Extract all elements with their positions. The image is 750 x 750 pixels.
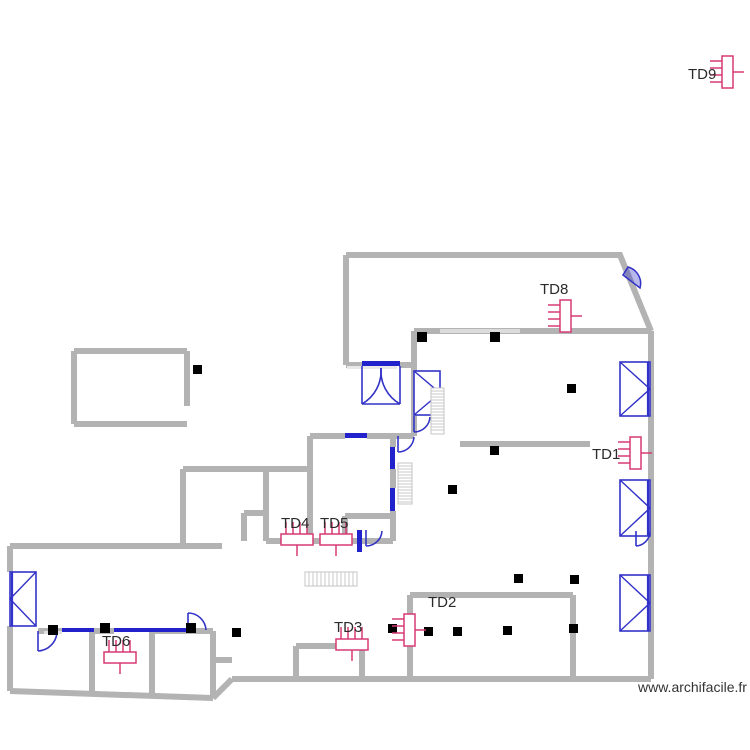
- panel-label-td4: TD4: [281, 515, 309, 532]
- window-right-lower: [619, 574, 652, 632]
- panel-label-td6: TD6: [102, 633, 130, 650]
- window-right-mid: [619, 479, 652, 537]
- window-sill-upper: [347, 366, 397, 369]
- pillar-marker: [503, 626, 512, 635]
- pillar-marker: [193, 365, 202, 374]
- pillar-marker: [570, 575, 579, 584]
- wall-upper-room-top: [346, 252, 654, 333]
- door-main-lower-right: [635, 531, 651, 547]
- pillar-marker: [232, 628, 241, 637]
- window-band-central-right: [390, 488, 395, 511]
- panel-symbol-td6[interactable]: [103, 640, 137, 674]
- wall-farwest-bottom-slant: [9, 688, 214, 701]
- panel-symbol-td1[interactable]: [618, 436, 652, 470]
- window-band-west-3: [154, 628, 188, 632]
- window-band-td5-side: [357, 530, 362, 552]
- window-band-upper-door: [362, 361, 400, 366]
- pillar-marker: [453, 627, 462, 636]
- door-stair-lobby: [413, 416, 431, 433]
- panel-labels-layer: TD9 TD8 TD1 TD2 TD3 TD4 TD5 TD6: [102, 66, 716, 650]
- stair-lower-horizontal: [304, 571, 358, 587]
- window-west-left: [9, 571, 37, 627]
- door-double-upper: [361, 366, 401, 405]
- panel-label-td5: TD5: [320, 515, 348, 532]
- pillar-marker: [514, 574, 523, 583]
- pillar-marker: [100, 623, 110, 633]
- window-sill-main-top: [440, 329, 520, 333]
- door-central-upper-right: [397, 436, 415, 453]
- window-band-central-top: [345, 433, 367, 438]
- window-band-west-2: [114, 628, 154, 632]
- pillar-marker: [490, 446, 499, 455]
- wall-farwest-to-main: [210, 676, 235, 701]
- stair-lobby-vertical: [430, 387, 445, 435]
- panel-label-td2: TD2: [428, 594, 456, 611]
- pillar-marker: [567, 384, 576, 393]
- pillar-marker: [569, 624, 578, 633]
- electrical-panels-layer: [103, 55, 744, 674]
- stairs-layer: [304, 387, 445, 587]
- walls-layer: [7, 252, 654, 701]
- panel-symbol-td5[interactable]: [319, 522, 353, 556]
- panel-label-td1: TD1: [592, 446, 620, 463]
- stair-central-vertical: [397, 462, 413, 505]
- window-band-central-left: [390, 447, 395, 469]
- panel-symbol-td3[interactable]: [335, 627, 369, 661]
- pillar-marker: [388, 624, 397, 633]
- panel-label-td9: TD9: [688, 66, 716, 83]
- panel-symbol-td9[interactable]: [710, 55, 744, 89]
- pillar-markers-layer: [48, 332, 579, 637]
- window-right-upper: [619, 361, 652, 417]
- pillar-marker: [448, 485, 457, 494]
- panel-symbol-td2[interactable]: [392, 613, 426, 647]
- window-band-west-1: [62, 628, 94, 632]
- pillar-marker: [424, 627, 433, 636]
- pillar-marker: [186, 623, 196, 633]
- pillar-marker: [48, 625, 58, 635]
- panel-symbol-td4[interactable]: [280, 522, 314, 556]
- windows-layer: [9, 329, 652, 634]
- pillar-marker: [417, 332, 427, 342]
- watermark-label: www.archifacile.fr: [637, 679, 747, 695]
- panel-symbol-td8[interactable]: [548, 299, 582, 333]
- panel-label-td3: TD3: [334, 619, 362, 636]
- door-upper-right-angled: [622, 266, 642, 290]
- door-central-right: [365, 530, 383, 547]
- panel-label-td8: TD8: [540, 281, 568, 298]
- pillar-marker: [490, 332, 500, 342]
